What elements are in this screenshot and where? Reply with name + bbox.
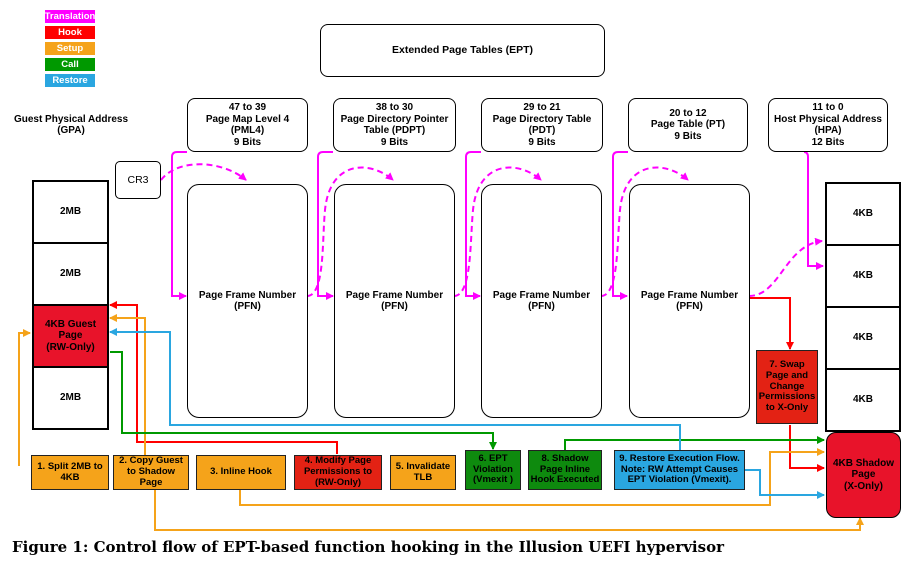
legend-translation: Translation <box>44 9 96 24</box>
host-cell-4kb-4: 4KB <box>825 368 901 432</box>
pfn-pdt: Page Frame Number (PFN) <box>481 184 602 418</box>
arrow-pdpt-to-pfn2 <box>317 151 334 300</box>
arrow-pml4-to-pfn1 <box>171 151 187 300</box>
header-pml4: 47 to 39 Page Map Level 4 (PML4) 9 Bits <box>187 98 308 152</box>
header-gpa: Guest Physical Address (GPA) <box>13 113 129 137</box>
legend-setup: Setup <box>44 41 96 56</box>
legend-restore: Restore <box>44 73 96 88</box>
legend-call: Call <box>44 57 96 72</box>
step-1-split: 1. Split 2MB to 4KB <box>31 455 109 490</box>
header-pdt: 29 to 21 Page Directory Table (PDT) 9 Bi… <box>481 98 603 152</box>
arrow-hpa-to-host-page <box>803 151 824 270</box>
ept-title: Extended Page Tables (EPT) <box>320 24 605 77</box>
arrow-split-to-guest <box>18 329 31 466</box>
host-cell-4kb-1: 4KB <box>825 182 901 246</box>
step-5-invalidate-tlb: 5. Invalidate TLB <box>390 455 456 490</box>
arrow-cr3-to-pml4 <box>160 163 247 181</box>
arrow-restore-to-guest <box>109 328 681 450</box>
arrow-guest-to-ept-violation <box>110 351 497 450</box>
step-8-shadow-hook-executed: 8. Shadow Page Inline Hook Executed <box>528 450 602 490</box>
step-9-restore-flow: 9. Restore Execution Flow. Note: RW Atte… <box>614 450 745 490</box>
legend-hook: Hook <box>44 25 96 40</box>
header-pt: 20 to 12 Page Table (PT) 9 Bits <box>628 98 748 152</box>
guest-cell-2mb-3: 2MB <box>32 366 109 430</box>
header-hpa: 11 to 0 Host Physical Address (HPA) 12 B… <box>768 98 888 152</box>
pfn-pml4: Page Frame Number (PFN) <box>187 184 308 418</box>
host-cell-4kb-2: 4KB <box>825 244 901 308</box>
arrow-pdt-to-pfn3 <box>465 151 481 300</box>
arrow-pfn3-to-pt <box>600 166 689 297</box>
step-2-copy-guest: 2. Copy Guest to Shadow Page <box>113 455 189 490</box>
arrow-inline-to-shadow <box>239 448 825 506</box>
arrow-restore-to-shadow <box>745 469 825 499</box>
header-pdpt: 38 to 30 Page Directory Pointer Table (P… <box>333 98 456 152</box>
arrow-pfn1-to-pdpt <box>306 166 394 297</box>
arrow-swap-to-shadow <box>789 425 825 472</box>
guest-cell-2mb-1: 2MB <box>32 180 109 244</box>
arrow-pfn2-to-pdt <box>453 166 542 297</box>
arrow-pfn4-to-swap <box>749 297 794 350</box>
guest-page-rw-only: 4KB Guest Page (RW-Only) <box>32 304 109 368</box>
arrow-modify-to-guest <box>109 301 338 454</box>
step-3-inline-hook: 3. Inline Hook <box>196 455 286 490</box>
pfn-pt: Page Frame Number (PFN) <box>629 184 750 418</box>
cr3-register: CR3 <box>115 161 161 199</box>
arrow-copy-to-guest <box>109 314 146 455</box>
host-cell-4kb-3: 4KB <box>825 306 901 370</box>
shadow-page-x-only: 4KB Shadow Page (X-Only) <box>826 432 901 518</box>
arrow-shadow-exec-to-shadow <box>564 436 825 450</box>
guest-cell-2mb-2: 2MB <box>32 242 109 306</box>
step-6-ept-violation: 6. EPT Violation (Vmexit ) <box>465 450 521 490</box>
step-4-modify-permissions: 4. Modify Page Permissions to (RW-Only) <box>294 455 382 490</box>
step-7-swap-page: 7. Swap Page and Change Permissions to X… <box>756 350 818 424</box>
arrow-copy-to-shadow <box>154 490 864 531</box>
arrow-pt-to-pfn4 <box>612 151 628 300</box>
figure-caption: Figure 1: Control flow of EPT-based func… <box>12 538 724 556</box>
arrow-pfn4-to-hpa <box>748 237 823 297</box>
pfn-pdpt: Page Frame Number (PFN) <box>334 184 455 418</box>
